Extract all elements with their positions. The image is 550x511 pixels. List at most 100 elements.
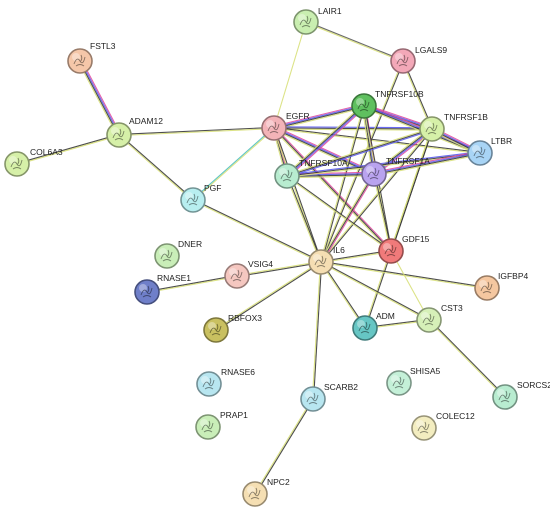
node-adam12[interactable]: ADAM12: [106, 116, 163, 148]
node-col6a3[interactable]: COL6A3: [4, 147, 63, 177]
edge-strand: [273, 128, 432, 131]
edge-egfr-tnfrsf10b: [273, 103, 365, 131]
node-scarb2[interactable]: SCARB2: [300, 382, 358, 412]
node-pgf[interactable]: PGF: [180, 183, 221, 213]
edge-tnfrsf10b-tnfrsf10a: [285, 104, 366, 178]
edge-scarb2-npc2: [254, 398, 314, 495]
edge-strand: [373, 150, 480, 173]
node-lair1[interactable]: LAIR1: [293, 6, 342, 35]
edge-strand: [429, 319, 506, 397]
edge-strand: [273, 128, 480, 155]
node-label: EGFR: [286, 111, 310, 121]
node-shisa5[interactable]: SHISA5: [386, 366, 441, 396]
edge-strand: [374, 153, 481, 176]
node-egfr[interactable]: EGFR: [261, 111, 310, 141]
node-rnase1[interactable]: RNASE1: [134, 273, 191, 305]
protein-structure-icon: [367, 167, 380, 180]
edge-col6a3-adam12: [16, 133, 120, 166]
network-edges: [16, 20, 506, 495]
edge-strand: [321, 260, 430, 320]
node-label: ADM: [376, 311, 395, 321]
edge-strand: [372, 174, 391, 252]
edge-strand: [286, 152, 481, 177]
edge-tnfrsf1b-il6: [320, 128, 433, 263]
protein-structure-icon: [201, 420, 214, 433]
edge-strand: [321, 129, 433, 263]
edge-strand: [373, 151, 480, 174]
edge-strand: [374, 154, 481, 177]
node-rbfox3[interactable]: RBFOX3: [203, 313, 262, 343]
edge-gdf15-cst3: [390, 250, 430, 321]
node-sorcs2[interactable]: SORCS2: [492, 380, 550, 410]
edge-strand: [193, 198, 322, 262]
protein-structure-icon: [73, 54, 86, 67]
node-lgals9[interactable]: LGALS9: [390, 45, 447, 74]
node-colec12[interactable]: COLEC12: [411, 411, 475, 441]
node-label: PGF: [204, 183, 221, 193]
edge-strand: [321, 261, 366, 328]
node-prap1[interactable]: PRAP1: [195, 410, 248, 440]
edge-strand: [274, 106, 365, 130]
edge-strand: [287, 106, 365, 177]
node-label: LGALS9: [415, 45, 447, 55]
node-label: LAIR1: [318, 6, 342, 16]
edge-strand: [321, 106, 366, 263]
edge-strand: [272, 128, 391, 253]
edge-strand: [319, 60, 403, 262]
protein-structure-icon: [160, 249, 173, 262]
node-label: IL6: [333, 245, 345, 255]
edge-strand: [273, 21, 307, 129]
edge-adam12-egfr: [118, 126, 275, 137]
node-adm[interactable]: ADM: [352, 311, 395, 341]
node-tnfrsf10b[interactable]: TNFRSF10B: [351, 89, 424, 119]
edge-strand: [306, 20, 404, 61]
edge-strand: [285, 104, 364, 176]
node-il6[interactable]: IL6: [308, 245, 345, 275]
edge-strand: [274, 126, 393, 251]
node-gdf15[interactable]: GDF15: [378, 234, 430, 264]
node-label: COL6A3: [30, 147, 63, 157]
node-npc2[interactable]: NPC2: [242, 477, 290, 507]
protein-structure-icon: [384, 244, 397, 257]
protein-structure-icon: [140, 285, 153, 298]
edge-strand: [287, 106, 366, 178]
node-tnfrsf1a[interactable]: TNFRSF1A: [361, 156, 430, 187]
edge-cst3-sorcs2: [428, 319, 506, 398]
node-igfbp4[interactable]: IGFBP4: [474, 271, 529, 301]
edge-tnfrsf10b-il6: [319, 105, 366, 263]
edge-strand: [77, 61, 118, 137]
protein-structure-icon: [480, 281, 493, 294]
edge-strand: [321, 174, 376, 263]
node-label: IGFBP4: [498, 271, 529, 281]
edge-strand: [192, 200, 321, 264]
node-dner[interactable]: DNER: [154, 239, 202, 269]
edge-strand: [320, 262, 365, 329]
node-cst3[interactable]: CST3: [416, 303, 463, 333]
edge-strand: [118, 135, 193, 201]
node-label: SHISA5: [410, 366, 441, 376]
node-label: RBFOX3: [228, 313, 262, 323]
node-ltbr[interactable]: LTBR: [467, 136, 512, 166]
node-tnfrsf10a[interactable]: TNFRSF10A: [274, 158, 348, 189]
node-fstl3[interactable]: FSTL3: [67, 41, 116, 74]
edge-strand: [147, 276, 238, 294]
edge-strand: [321, 61, 405, 263]
edge-tnfrsf10a-il6: [285, 175, 323, 263]
edge-pgf-il6: [192, 198, 322, 264]
node-vsig4[interactable]: VSIG4: [224, 259, 273, 289]
node-label: CST3: [441, 303, 463, 313]
edge-strand: [273, 127, 433, 130]
edge-strand: [273, 104, 364, 128]
edge-strand: [286, 128, 433, 177]
edge-tnfrsf1a-ltbr: [373, 150, 481, 177]
edge-strand: [118, 126, 274, 135]
edge-strand: [287, 129, 433, 178]
edge-strand: [119, 134, 194, 200]
node-label: NPC2: [267, 477, 290, 487]
edge-strand: [287, 175, 323, 262]
node-rnase6[interactable]: RNASE6: [196, 367, 255, 397]
node-label: RNASE1: [157, 273, 191, 283]
node-tnfrsf1b[interactable]: TNFRSF1B: [419, 112, 488, 142]
